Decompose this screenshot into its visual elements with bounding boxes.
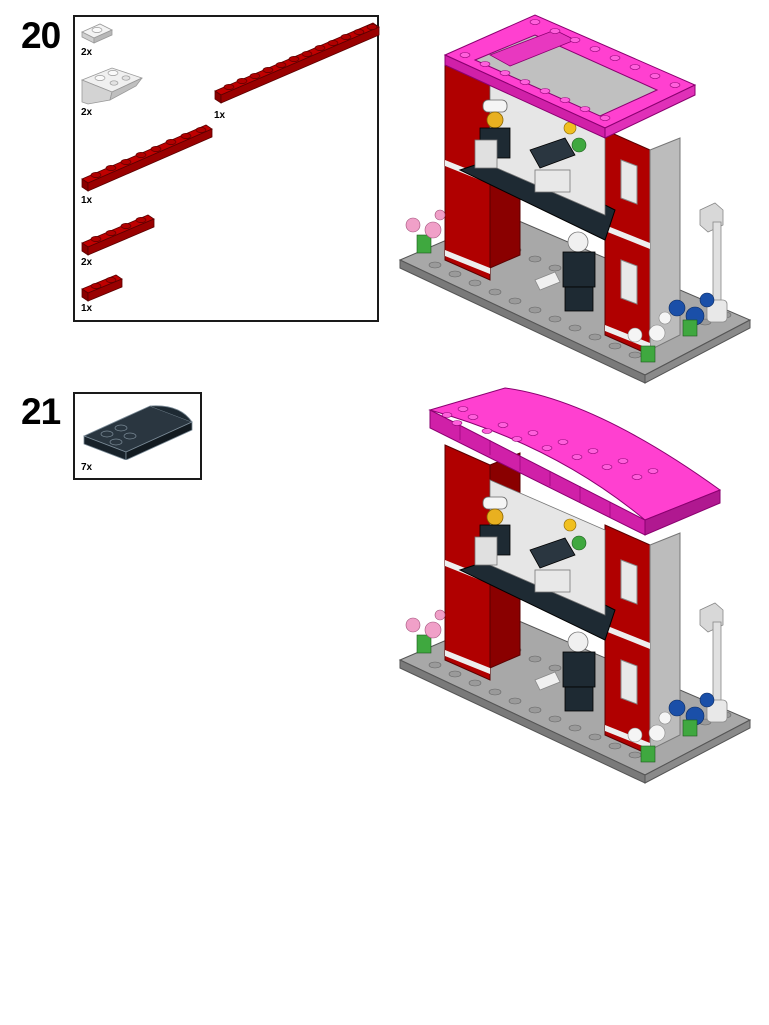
dark-red-plate-4-icon	[81, 214, 155, 256]
qty-label: 2x	[81, 107, 93, 118]
qty-label: 1x	[214, 110, 226, 121]
qty-label: 7x	[81, 462, 93, 473]
step-number-21: 21	[21, 391, 61, 432]
building-model-image	[398, 14, 752, 384]
dark-red-plate-12-icon	[214, 22, 380, 104]
part-white-plate-1x2	[80, 22, 114, 46]
parts-list-step-20: 2x 2x 1x	[73, 15, 381, 322]
part-dark-red-plate-1x8	[80, 123, 214, 195]
model-step-21	[395, 385, 760, 785]
part-dark-red-plate-1x12	[213, 21, 381, 113]
model-step-20	[395, 10, 760, 385]
qty-label: 1x	[81, 303, 93, 314]
qty-label: 1x	[81, 195, 93, 206]
white-slope-icon	[80, 67, 144, 105]
dark-red-plate-2-icon	[81, 274, 123, 302]
part-dark-bluish-gray-curved-slope	[80, 398, 198, 460]
dark-red-plate-8-icon	[81, 124, 213, 192]
part-dark-red-plate-1x4	[80, 213, 156, 259]
part-dark-red-plate-1x2	[80, 273, 128, 305]
part-white-inverted-slope	[80, 64, 144, 108]
qty-label: 2x	[81, 47, 93, 58]
parts-list-step-21: 7x	[73, 392, 202, 480]
white-plate-icon	[81, 23, 113, 44]
qty-label: 2x	[81, 257, 93, 268]
building-model-image-roof	[398, 387, 752, 784]
step-number-20: 20	[21, 15, 61, 56]
curved-slope-icon	[82, 405, 194, 460]
